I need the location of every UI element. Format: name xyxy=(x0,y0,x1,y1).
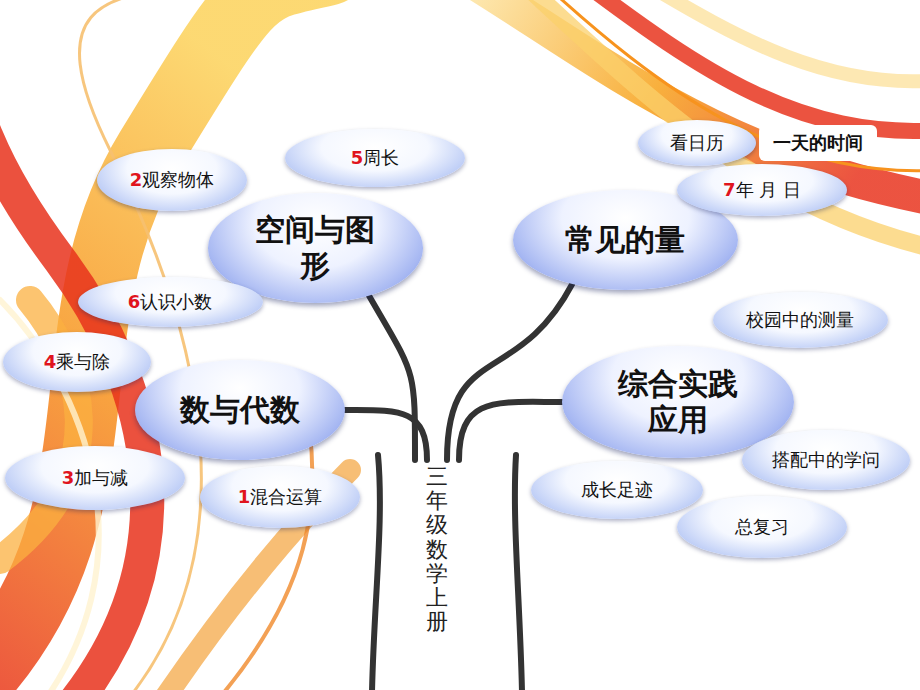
chapter-number: 2 xyxy=(130,169,143,190)
topic-ellipse: 4乘与除 xyxy=(3,332,151,392)
topic-ellipse: 总复习 xyxy=(677,496,847,558)
node-text: 常见的量 xyxy=(565,222,685,258)
chapter-number: 6 xyxy=(128,291,141,312)
topic-text: 一天的时间 xyxy=(773,132,863,153)
topic-ellipse: 校园中的测量 xyxy=(713,292,888,348)
topic-text: 混合运算 xyxy=(250,486,322,507)
branch-connector xyxy=(369,295,415,460)
trunk-line xyxy=(515,455,522,690)
node-text: 空间与图形 xyxy=(251,212,380,284)
node-text: 校园中的测量 xyxy=(746,309,854,331)
node-text: 三年级数学上册 xyxy=(426,465,448,634)
chapter-number: 7 xyxy=(723,179,736,200)
swirl-band xyxy=(0,0,330,690)
topic-text: 观察物体 xyxy=(142,169,214,190)
node-text: 一天的时间 xyxy=(773,132,863,154)
topic-text: 年 月 日 xyxy=(736,179,801,200)
topic-text: 总复习 xyxy=(735,516,789,537)
swirl-band xyxy=(580,0,920,131)
topic-text: 加与减 xyxy=(74,467,128,488)
topic-label-box: 一天的时间 xyxy=(759,125,877,161)
vertical-title: 三年级数学上册 xyxy=(426,465,448,634)
topic-ellipse: 看日历 xyxy=(638,120,756,166)
topic-ellipse: 成长足迹 xyxy=(531,461,703,519)
node-text: 成长足迹 xyxy=(581,479,653,501)
trunk-line xyxy=(372,455,380,690)
topic-text: 乘与除 xyxy=(56,351,110,372)
swirl-line xyxy=(540,0,920,171)
topic-text: 常见的量 xyxy=(565,222,685,258)
topic-text: 数与代数 xyxy=(180,392,300,428)
node-text: 看日历 xyxy=(670,132,724,154)
topic-ellipse: 搭配中的学问 xyxy=(742,430,910,490)
swirl-band xyxy=(470,0,920,200)
node-text: 搭配中的学问 xyxy=(772,449,880,471)
chapter-number: 1 xyxy=(238,486,251,507)
topic-text: 周长 xyxy=(363,147,399,168)
chapter-number: 5 xyxy=(351,147,364,168)
topic-text: 成长足迹 xyxy=(581,479,653,500)
node-text: 6认识小数 xyxy=(128,291,213,313)
root-column: 三年级数学上册 xyxy=(405,460,469,639)
chapter-number: 3 xyxy=(62,467,75,488)
branch-connector xyxy=(447,284,572,460)
branch-connector xyxy=(345,410,427,460)
node-text: 3加与减 xyxy=(62,467,129,489)
topic-ellipse: 3加与减 xyxy=(5,446,185,510)
branch-ellipse: 数与代数 xyxy=(135,360,345,460)
node-text: 1混合运算 xyxy=(238,486,323,508)
topic-text: 搭配中的学问 xyxy=(772,449,880,470)
topic-text: 看日历 xyxy=(670,132,724,153)
node-text: 2观察物体 xyxy=(130,169,215,191)
topic-text: 校园中的测量 xyxy=(746,309,854,330)
topic-ellipse: 1混合运算 xyxy=(200,466,360,528)
chapter-number: 4 xyxy=(44,351,57,372)
topic-ellipse: 7年 月 日 xyxy=(677,164,847,216)
branch-connector xyxy=(459,402,562,460)
node-text: 综合实践 应用 xyxy=(614,366,743,438)
node-text: 数与代数 xyxy=(180,392,300,428)
node-text: 5周长 xyxy=(351,147,400,169)
topic-ellipse: 6认识小数 xyxy=(78,277,263,327)
topic-ellipse: 2观察物体 xyxy=(97,149,247,211)
topic-text: 空间与图形 xyxy=(251,212,380,284)
topic-ellipse: 5周长 xyxy=(285,129,465,187)
node-text: 7年 月 日 xyxy=(723,179,801,201)
topic-text: 认识小数 xyxy=(140,291,212,312)
topic-text: 综合实践 应用 xyxy=(614,366,743,438)
node-text: 总复习 xyxy=(735,516,789,538)
swirl-band xyxy=(640,0,920,81)
node-text: 4乘与除 xyxy=(44,351,111,373)
